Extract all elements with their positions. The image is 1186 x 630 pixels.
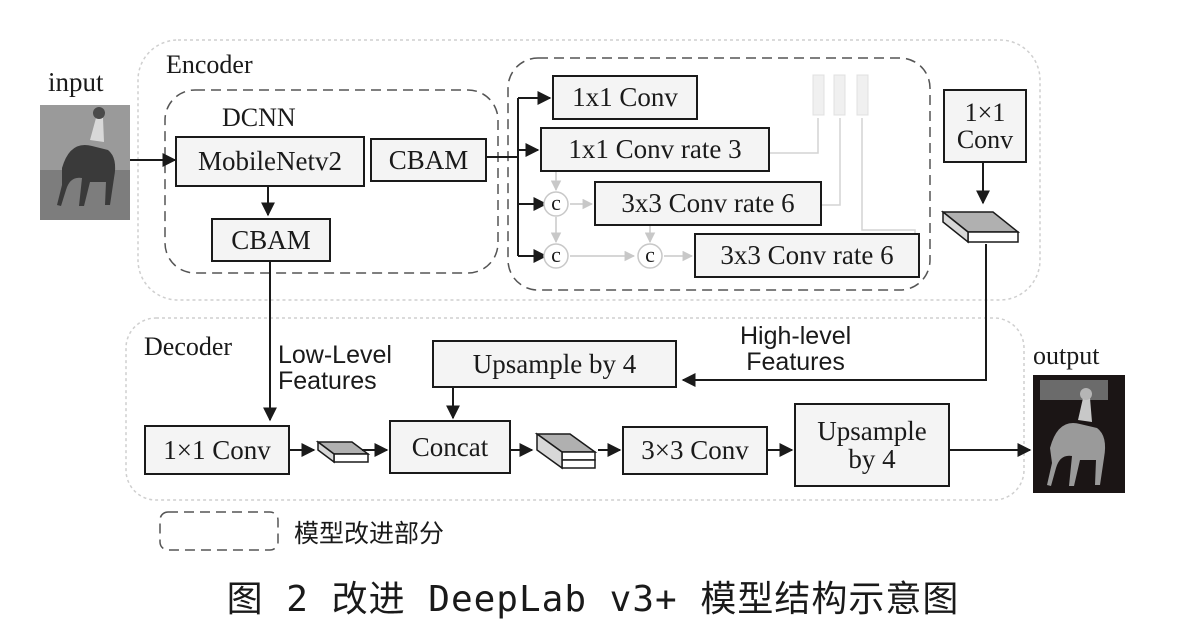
- legend-text: 模型改进部分: [294, 519, 445, 548]
- dcnn-label: DCNN: [222, 103, 296, 132]
- encoder-1x1-conv: 1×1 Conv: [943, 89, 1027, 163]
- horse-rider-photo-icon: [40, 105, 130, 220]
- upsample-by-4-right: Upsample by 4: [794, 403, 950, 487]
- concat-block: Concat: [389, 420, 511, 474]
- concat-symbol-3: c: [645, 242, 655, 267]
- aspp-3x3-conv-rate-6-a: 3x3 Conv rate 6: [594, 181, 822, 226]
- output-label: output: [1033, 341, 1100, 370]
- encoder-label: Encoder: [166, 50, 253, 79]
- decoder-feature-slab-icon: [315, 440, 371, 464]
- segmentation-mask-icon: [1033, 375, 1125, 493]
- legend-dashed-swatch: [159, 511, 279, 551]
- aspp-3x3-conv-rate-6-b: 3x3 Conv rate 6: [694, 233, 920, 278]
- aspp-merge-bars: [812, 74, 869, 116]
- concat-symbol-1: c: [551, 190, 561, 215]
- aspp-1x1-conv: 1x1 Conv: [552, 75, 698, 120]
- upsample-by-4-top: Upsample by 4: [432, 340, 677, 388]
- encoder-feature-slab-icon: [940, 210, 1021, 244]
- cbam-block-right: CBAM: [370, 138, 487, 182]
- concat-symbol-2: c: [551, 242, 561, 267]
- cbam-block-below: CBAM: [211, 218, 331, 262]
- aspp-1x1-conv-rate-3: 1x1 Conv rate 3: [540, 127, 770, 172]
- aspp-dashed-outline: [507, 57, 931, 291]
- concat-circles: [543, 191, 663, 269]
- aspp-concat-flows: [550, 168, 694, 262]
- dcnn-dashed-outline: [164, 89, 499, 274]
- decoder-3x3-conv: 3×3 Conv: [622, 426, 768, 475]
- decoder-label: Decoder: [144, 332, 233, 361]
- decoder-outline: [125, 317, 1025, 501]
- mobilenetv2-block: MobileNetv2: [175, 136, 365, 187]
- arrow-high-level-features: [681, 244, 987, 387]
- decoder-1x1-conv: 1×1 Conv: [144, 425, 290, 475]
- low-level-features-label: Low-Level Features: [278, 341, 392, 396]
- high-level-features-label: High-level Features: [740, 322, 852, 377]
- encoder-outline: [137, 39, 1041, 301]
- figure-caption: 图 2 改进 DeepLab v3+ 模型结构示意图: [226, 579, 960, 620]
- concat-feature-stack-icon: [534, 432, 598, 470]
- input-label: input: [48, 67, 104, 97]
